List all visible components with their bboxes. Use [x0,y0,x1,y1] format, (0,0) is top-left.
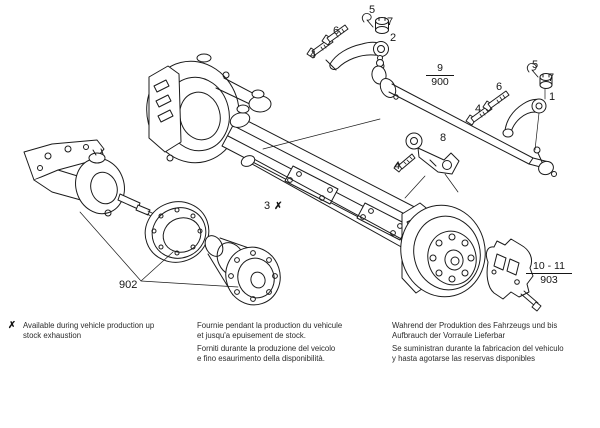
footnote-fr: Fournie pendant la production du vehicul… [197,321,343,340]
callout-902-hub-group: 902 [119,279,138,291]
callout-7-castle-nut: 7 [387,16,394,28]
callout-4-bolt: 4 [310,49,317,61]
footnote-it: Forniti durante la produzione del veicol… [197,344,336,363]
wheel-hub [204,235,281,306]
callout-9-900-drag-link: 9 900 [426,62,454,89]
leader-lines [79,118,459,288]
front-axle-beam [221,104,443,255]
callout-6-bolt-right: 6 [496,81,503,93]
callout-7-castle-nut-right: 7 [548,72,555,84]
x-marker-icon: ✗ [8,320,16,331]
callout-8-link-bracket: 8 [440,132,447,144]
callout-2-steering-arm: 2 [390,32,397,44]
left-steering-arm-cluster [306,13,389,71]
callout-4-bolt-bracket: 4 [394,160,401,172]
footnote-de: Wahrend der Produktion des Fahrzeugs und… [392,321,558,340]
callout-900: 900 [431,76,449,89]
callout-903: 903 [540,274,558,287]
footnote-en: Available during vehicle production up s… [23,321,155,340]
callout-3-axle-beam: 3✗ [264,201,283,212]
link-bracket [393,132,460,175]
drag-link [371,55,557,177]
x-marker-icon: ✗ [274,201,283,212]
right-steering-arm-cluster [465,63,553,151]
right-hub-disc [400,202,486,298]
callout-5-cotter-pin: 5 [369,4,376,16]
callout-6-bolt: 6 [333,25,340,37]
steering-knuckle-assembly [23,139,160,220]
left-hub-disc [146,53,272,164]
callout-5-cotter-pin-right: 5 [532,59,539,71]
footnote-es: Se suministran durante la fabricacion de… [392,344,564,363]
callout-1-steering-arm: 1 [549,91,556,103]
brake-drum [144,201,210,263]
callout-10-11: 10 - 11 [526,260,572,275]
callout-10-11-903-caliper: 10 - 11 903 [526,260,572,287]
callout-3-number: 3 [264,200,271,212]
callout-9: 9 [426,62,454,77]
brake-caliper [485,238,542,312]
callout-4-bolt-right: 4 [475,103,482,115]
